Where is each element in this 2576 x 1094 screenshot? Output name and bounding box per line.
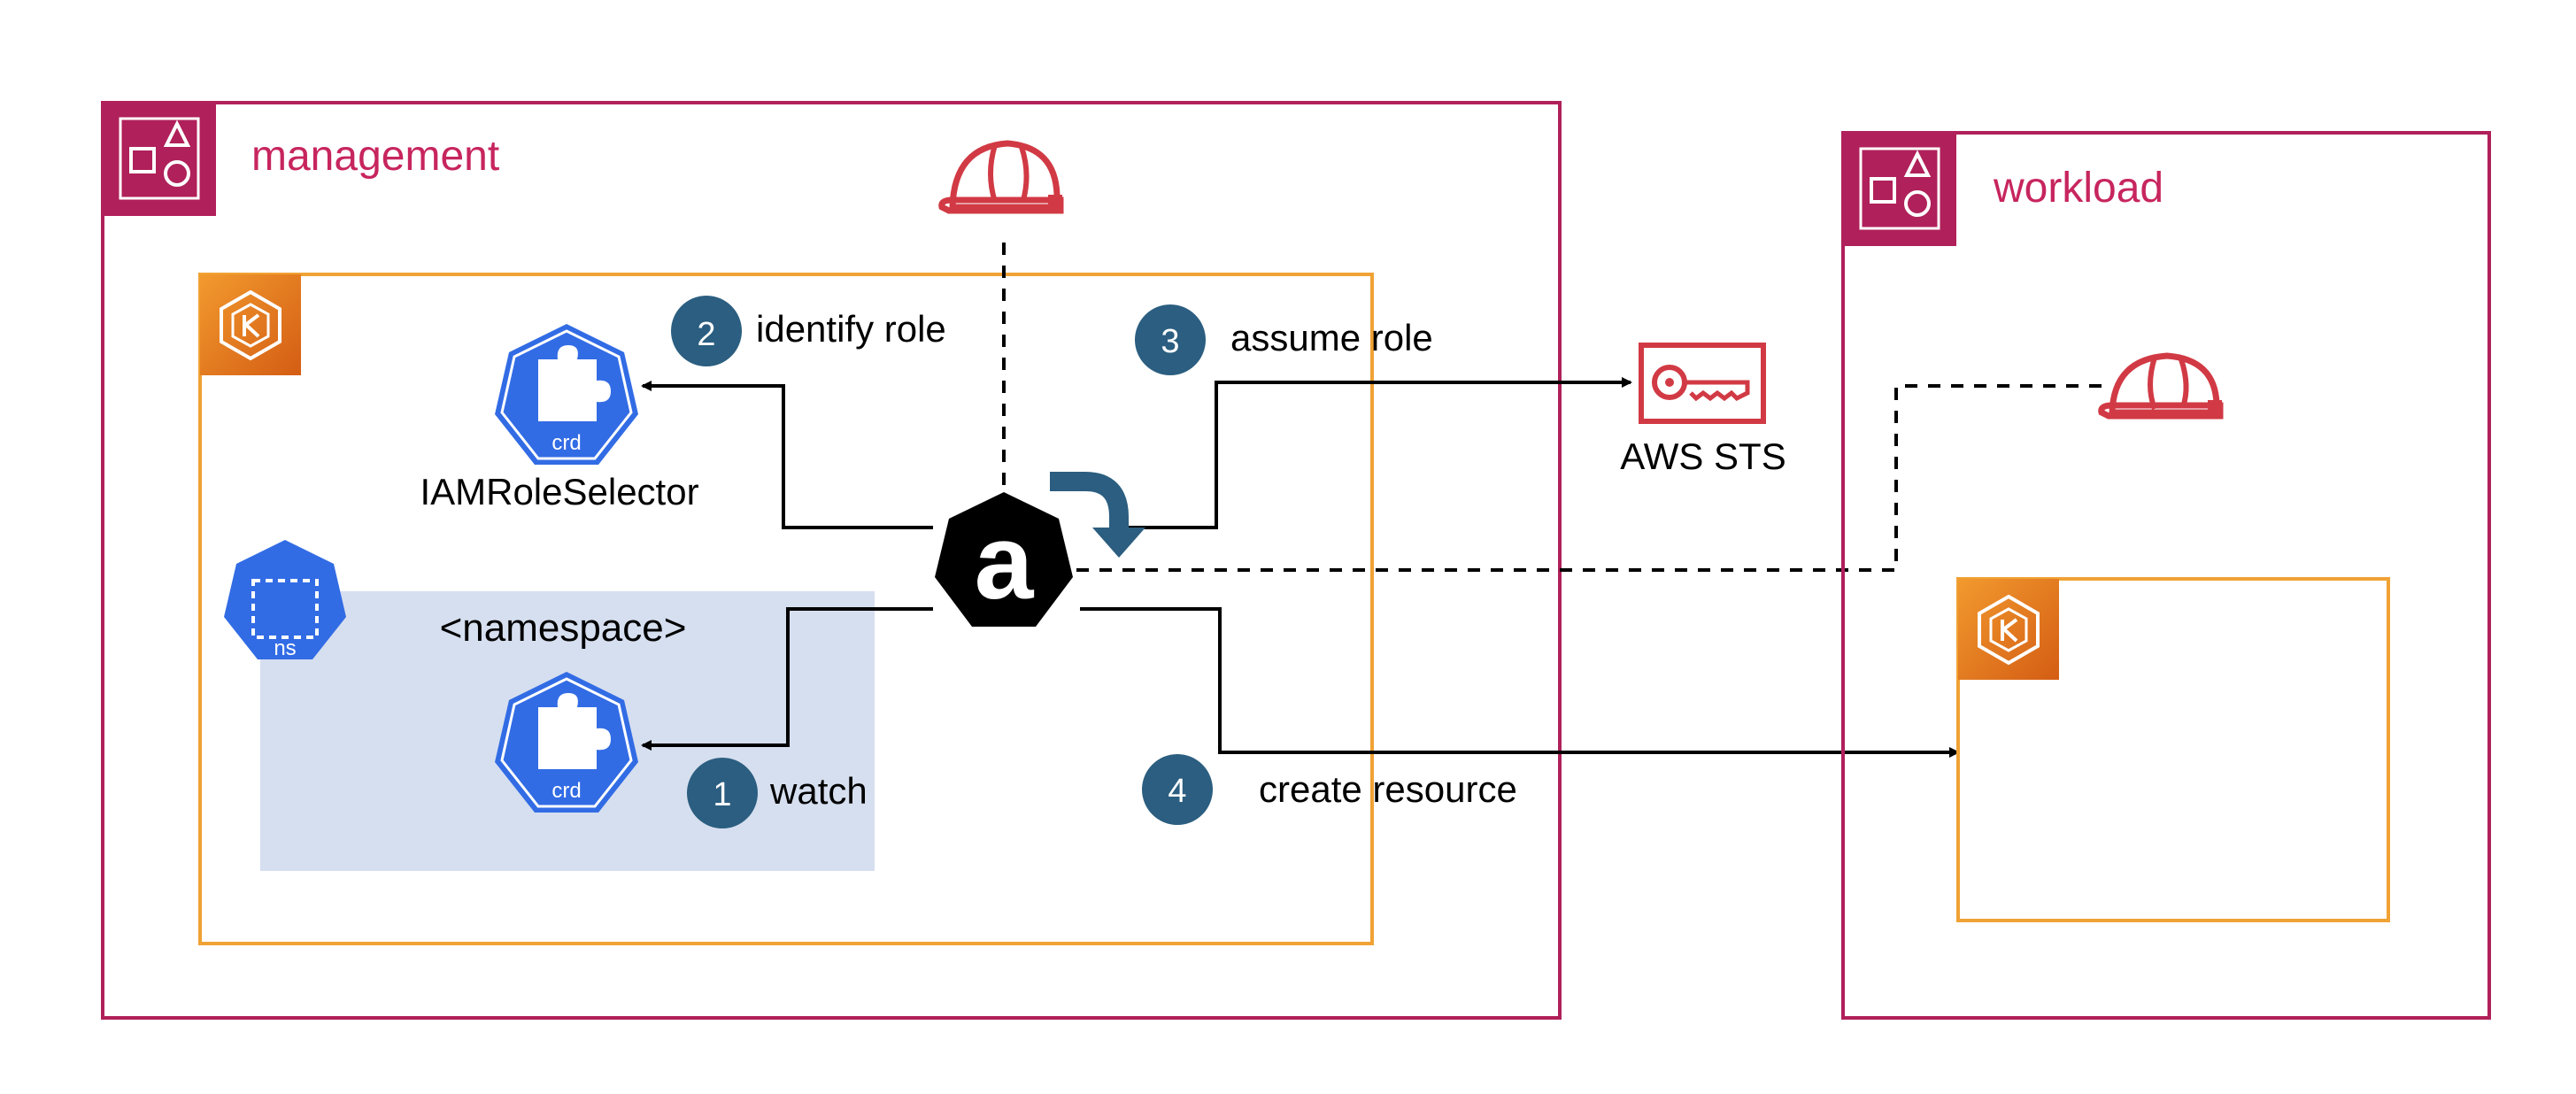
step-badge-4 [1142,754,1213,825]
step-label-4: create resource [1259,768,1517,810]
iam-role-helmet-icon-workload [2098,352,2224,420]
turn-arrow-icon [1050,472,1145,558]
step-label-1: watch [769,770,868,812]
eks-icon [200,274,301,375]
step-3: 3 assume role [1135,304,1433,375]
key-icon [1639,343,1766,424]
crd-icon-resource: crd [495,672,638,813]
iamroleselector-label: IAMRoleSelector [420,471,698,512]
connector-workload-role-dashed [1076,384,2103,572]
namespace-icon: ns [224,540,346,660]
connector-create-resource [1080,607,1960,758]
workload-account-boundary [1841,131,2491,1020]
step-label-2: identify role [756,308,946,350]
step-badge-3 [1135,304,1206,375]
controller-glyph: a [975,503,1035,621]
namespace-icon-label: ns [274,636,296,660]
step-badge-1 [687,758,758,828]
step-4: 4 create resource [1142,754,1517,825]
sts-label: AWS STS [1620,435,1785,477]
iam-role-helmet-icon [938,140,1064,214]
workload-cluster-boundary [1956,577,2390,922]
namespace-label: <namespace> [440,606,687,650]
crd-icon-selector: crd [495,324,638,465]
step-badge-2 [671,296,742,366]
management-cluster-boundary [198,273,1374,945]
ack-controller-icon: a [935,492,1073,627]
eks-icon-workload [1958,579,2059,680]
step-number-4: 4 [1168,773,1186,810]
management-account-boundary [101,101,1562,1020]
step-number-3: 3 [1161,323,1179,360]
resource-group-icon [103,103,216,216]
step-number-2: 2 [697,316,715,353]
crd-badge-selector: crd [551,431,581,455]
step-1: 1 watch [687,758,868,828]
step-2: 2 identify role [671,296,946,366]
resource-group-icon-workload [1843,133,1956,246]
connector-identify-role [641,381,933,529]
management-account-label: management [251,133,499,180]
workload-account-label: workload [1993,165,2163,212]
connector-assume-role [1115,377,1632,529]
step-label-3: assume role [1230,317,1433,358]
step-number-1: 1 [713,776,731,813]
crd-badge-resource: crd [551,779,581,803]
connector-watch [641,607,933,751]
